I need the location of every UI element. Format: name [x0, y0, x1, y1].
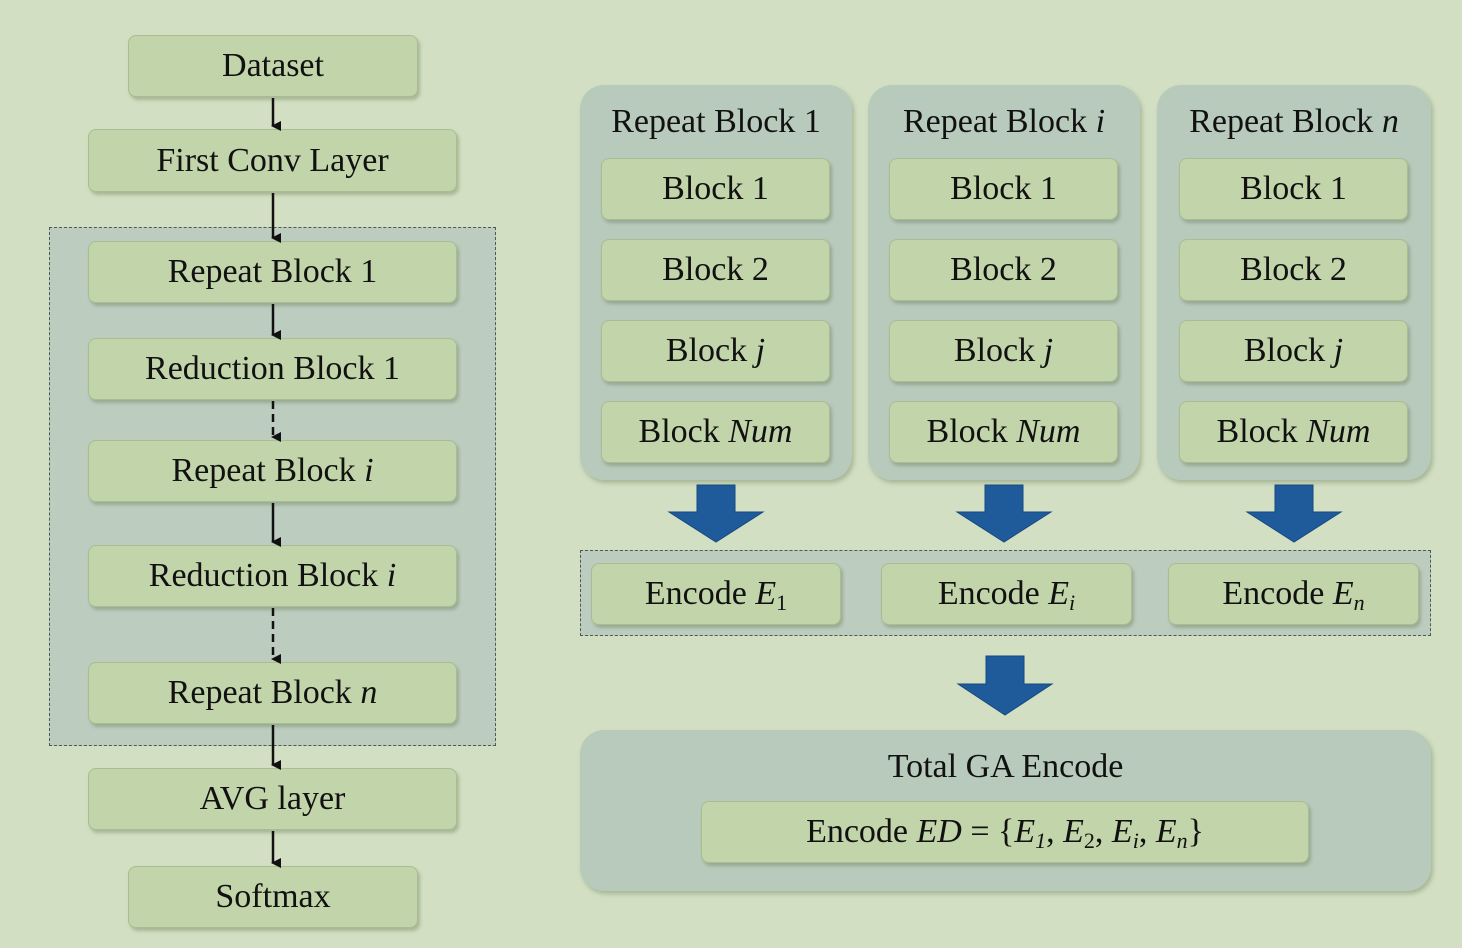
total-ga-encode-title: Total GA Encode — [887, 748, 1124, 785]
panel-n-block-1: Block 1 — [1179, 158, 1408, 220]
softmax-node: Softmax — [128, 866, 418, 928]
panel-i-block-1: Block 1 — [889, 158, 1118, 220]
encode-ei-node: Encode Ei — [881, 563, 1132, 625]
encode-e1-node: Encode E1 — [591, 563, 841, 625]
first-conv-layer-node: First Conv Layer — [88, 129, 457, 192]
panel-title: Repeat Block i — [902, 103, 1106, 140]
panel-title: Repeat Block n — [1189, 103, 1399, 140]
encode-en-node: Encode En — [1168, 563, 1419, 625]
encode-ed-formula: Encode ED = {E1, E2, Ei, En} — [701, 801, 1309, 863]
dataset-node: Dataset — [128, 35, 418, 97]
panel-i-block-num: Block Num — [889, 401, 1118, 463]
first-conv-layer-label: First Conv Layer — [156, 141, 389, 179]
panel-title: Repeat Block 1 — [611, 103, 821, 140]
repeat-block-i-label: Repeat Block i — [171, 452, 374, 489]
reduction-block-i-label: Reduction Block i — [148, 557, 397, 594]
avg-layer-node: AVG layer — [88, 768, 457, 830]
block-arrow-total-icon — [956, 655, 1054, 716]
avg-layer-label: AVG layer — [199, 780, 346, 817]
panel-n-block-num: Block Num — [1179, 401, 1408, 463]
block-arrow-2-icon — [955, 484, 1053, 543]
repeat-block-1-node: Repeat Block 1 — [88, 241, 457, 303]
panel-1-block-2: Block 2 — [601, 239, 830, 301]
repeat-block-i-node: Repeat Block i — [88, 440, 457, 502]
repeat-block-n-label: Repeat Block n — [167, 674, 378, 711]
reduction-block-i-node: Reduction Block i — [88, 545, 457, 607]
panel-1-block-num: Block Num — [601, 401, 830, 463]
panel-1-block-1: Block 1 — [601, 158, 830, 220]
panel-n-block-j: Block j — [1179, 320, 1408, 382]
repeat-block-1-label: Repeat Block 1 — [167, 253, 378, 290]
reduction-block-1-label: Reduction Block 1 — [145, 350, 400, 387]
reduction-block-1-node: Reduction Block 1 — [88, 338, 457, 400]
panel-i-block-2: Block 2 — [889, 239, 1118, 301]
block-arrow-1-icon — [667, 484, 765, 543]
block-arrow-3-icon — [1245, 484, 1343, 543]
panel-i-block-j: Block j — [889, 320, 1118, 382]
panel-1-block-j: Block j — [601, 320, 830, 382]
dataset-label: Dataset — [222, 47, 324, 84]
softmax-label: Softmax — [215, 878, 331, 915]
repeat-block-n-node: Repeat Block n — [88, 662, 457, 724]
panel-n-block-2: Block 2 — [1179, 239, 1408, 301]
